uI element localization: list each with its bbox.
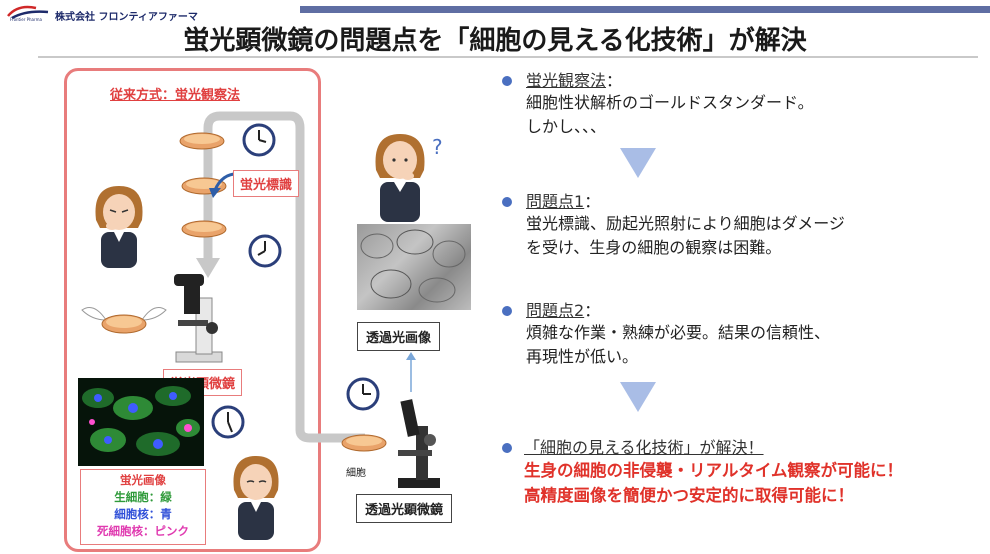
title-divider — [38, 56, 978, 58]
bullet-line: 蛍光標識、励起光照射により細胞はダメージ — [526, 214, 845, 233]
bullet-colon: ： — [584, 301, 601, 320]
bullet-solution: 「細胞の見える化技術」が解決！ 生身の細胞の非侵襲・リアルタイム観察が可能に！ … — [524, 434, 903, 508]
legend-live-cells: 生細胞：緑 — [114, 490, 172, 504]
process-flow-arrow — [196, 111, 365, 443]
bullet-heading: 蛍光観察法 — [526, 71, 607, 90]
questioning-person-illustration: ? — [375, 134, 443, 222]
bullet-line: 細胞性状解析のゴールドスタンダード。 — [526, 93, 814, 112]
bullet-heading: 問題点1 — [526, 192, 585, 211]
clock-icon — [346, 377, 380, 411]
clock-icon — [248, 234, 282, 268]
bullet-heading: 問題点2 — [526, 301, 585, 320]
company-logo-icon: Frontier Pharma — [7, 5, 49, 22]
bullet-dot — [502, 443, 512, 453]
legend-title: 蛍光画像 — [120, 473, 166, 487]
bullet-dot — [502, 76, 512, 86]
bullet-gold-standard: 蛍光観察法： 細胞性状解析のゴールドスタンダード。 しかし、、、 — [526, 67, 814, 139]
solution-line: 高精度画像を簡便かつ安定的に取得可能に！ — [524, 486, 854, 505]
bullet-dot — [502, 197, 512, 207]
bullet-heading: 「細胞の見える化技術」が解決！ — [524, 438, 764, 457]
up-arrow-icon — [406, 352, 416, 392]
svg-text:?: ? — [432, 135, 443, 159]
cells-label: 細胞 — [346, 468, 366, 479]
bullet-problem-2: 問題点2： 煩雑な作業・熟練が必要。結果の信頼性、 再現性が低い。 — [526, 297, 830, 369]
bullet-colon: ： — [584, 192, 601, 211]
bullet-line: しかし、、、 — [526, 117, 607, 136]
fluorescence-image — [78, 378, 204, 466]
transmitted-light-image — [357, 224, 471, 310]
legend-nuclei: 細胞核：青 — [114, 507, 172, 521]
petri-dish-icon — [179, 132, 225, 150]
bullet-line: 煩雑な作業・熟練が必要。結果の信頼性、 — [526, 323, 831, 342]
company-name: 株式会社 フロンティアファーマ — [55, 12, 198, 23]
bullet-colon: ： — [606, 71, 623, 90]
clock-icon — [211, 405, 245, 439]
worried-person-illustration — [95, 186, 143, 268]
svg-text:Frontier Pharma: Frontier Pharma — [10, 17, 42, 22]
transmitted-microscope-icon — [398, 399, 440, 488]
clock-icon — [242, 123, 276, 157]
calm-person-illustration — [233, 456, 279, 540]
conventional-method-panel — [64, 68, 321, 552]
legend-dead-nuclei: 死細胞核：ピンク — [97, 524, 189, 538]
panel-title: 従来方式：蛍光観察法 — [110, 88, 241, 103]
petri-dish-icon — [341, 434, 387, 452]
fluorescent-label-tag: 蛍光標識 — [233, 170, 300, 197]
fluorescence-legend: 蛍光画像 生細胞：緑 細胞核：青 死細胞核：ピンク — [80, 469, 206, 545]
bullet-line: を受け、生身の細胞の観察は困難。 — [526, 238, 782, 257]
petri-dish-icon — [181, 220, 227, 238]
bullet-dot — [502, 306, 512, 316]
bullet-problem-1: 問題点1： 蛍光標識、励起光照射により細胞はダメージ を受け、生身の細胞の観察は… — [526, 188, 845, 260]
header-accent-bar — [300, 6, 990, 13]
bullet-line: 再現性が低い。 — [526, 347, 639, 366]
fluorescence-microscope-icon — [174, 274, 223, 363]
down-arrow-icon — [620, 382, 656, 412]
transmitted-microscope-label: 透過光顕微鏡 — [356, 494, 453, 523]
flying-dish-icon — [81, 307, 167, 334]
down-arrow-icon — [620, 148, 656, 178]
transmitted-image-label: 透過光画像 — [357, 322, 441, 351]
page-title: 蛍光顕微鏡の問題点を「細胞の見える化技術」が解決 — [183, 26, 807, 56]
solution-line: 生身の細胞の非侵襲・リアルタイム観察が可能に！ — [524, 461, 904, 480]
